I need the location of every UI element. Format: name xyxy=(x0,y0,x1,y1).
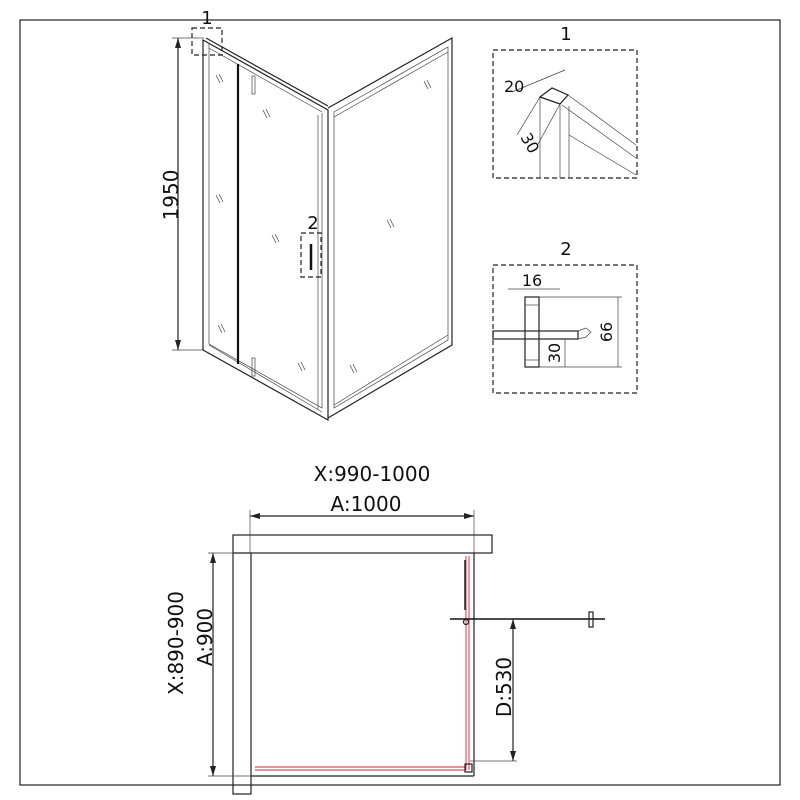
wall-left xyxy=(232,552,252,795)
callout-box-1 xyxy=(191,27,223,56)
detail-2: 2 16 66 30 xyxy=(492,239,638,394)
height-label: 1950 xyxy=(159,170,183,221)
depth-range-label: X:890-900 xyxy=(164,591,188,695)
depth-nominal-label: A:900 xyxy=(193,608,217,666)
drawing-frame xyxy=(19,19,781,786)
wall-back xyxy=(232,534,493,554)
detail-2-dim-66: 66 xyxy=(597,322,616,342)
width-nominal-label: A:1000 xyxy=(331,492,402,516)
callout-1-label: 1 xyxy=(201,8,212,29)
callout-2-label: 2 xyxy=(307,213,318,234)
elevation-view: 1950 1 2 xyxy=(159,8,453,422)
door-opening-label: D:530 xyxy=(492,657,516,717)
detail-1: 1 20 30 xyxy=(492,24,638,179)
plan-view: X:990-1000 A:1000 X:890-900 A:900 D:530 xyxy=(164,462,605,795)
detail-2-dim-30: 30 xyxy=(545,343,564,363)
detail-2-title: 2 xyxy=(560,239,571,260)
width-range-label: X:990-1000 xyxy=(314,462,431,486)
detail-2-dim-16: 16 xyxy=(522,271,542,290)
detail-1-dim-20: 20 xyxy=(504,77,524,96)
detail-1-title: 1 xyxy=(560,24,571,45)
callout-box-2 xyxy=(300,232,322,278)
detail-1-dim-30: 30 xyxy=(517,130,544,157)
